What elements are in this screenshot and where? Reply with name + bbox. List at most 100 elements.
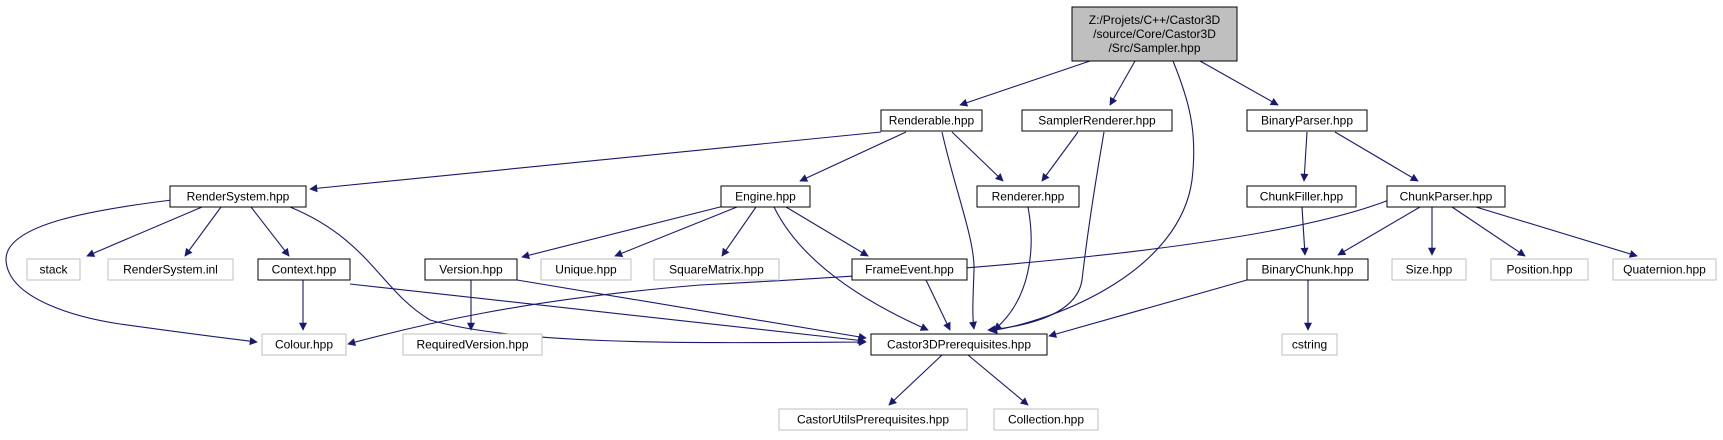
edge-chunkparser-to-position [1451,206,1526,257]
node-box-collection [993,408,1099,431]
node-box-requiredversion [402,333,543,356]
node-rendersysteminl[interactable]: RenderSystem.inl [107,258,234,281]
node-box-chunkfiller [1246,185,1357,208]
node-label-samplerrenderer: SamplerRenderer.hpp [1038,114,1156,128]
edge-renderable-to-renderer [951,131,1004,182]
node-box-cstring [1281,333,1338,356]
edge-renderer-to-prereq [993,206,1032,331]
node-label-renderable: Renderable.hpp [889,114,975,128]
node-box-castorutils [778,408,968,431]
node-position[interactable]: Position.hpp [1490,258,1589,281]
node-box-frameevent [851,258,968,281]
edge-engine-to-unique [614,206,738,258]
node-binarychunk[interactable]: BinaryChunk.hpp [1246,258,1369,281]
node-box-binaryparser [1246,109,1368,132]
node-context[interactable]: Context.hpp [257,258,351,281]
edge-rendersystem-to-context [250,206,290,257]
edge-engine-to-version [521,205,725,260]
edge-rendersystem-to-prereq [289,206,867,347]
edge-root-to-renderable [959,60,1091,107]
node-box-quaternion [1612,258,1717,281]
edge-chunkparser-to-binarychunk [1337,206,1421,256]
node-label-chunkparser: ChunkParser.hpp [1400,190,1493,204]
edge-chunkfiller-to-binarychunk [1300,206,1309,256]
node-label-size: Size.hpp [1406,263,1453,277]
node-label-binarychunk: BinaryChunk.hpp [1261,263,1353,277]
node-box-unique [540,258,632,281]
node-castorutils[interactable]: CastorUtilsPrerequisites.hpp [778,408,968,431]
edge-prereq-to-collection [967,354,1029,406]
node-samplerrenderer[interactable]: SamplerRenderer.hpp [1021,109,1173,132]
node-box-prereq [870,333,1048,356]
node-label-version: Version.hpp [439,263,503,277]
node-box-samplerrenderer [1021,109,1173,132]
node-box-root [1071,6,1238,62]
node-unique[interactable]: Unique.hpp [540,258,632,281]
node-chunkparser[interactable]: ChunkParser.hpp [1386,185,1506,208]
node-label-stack: stack [39,263,68,277]
node-label-castorutils: CastorUtilsPrerequisites.hpp [797,413,949,427]
node-box-position [1490,258,1589,281]
node-box-renderer [976,185,1080,208]
node-colour[interactable]: Colour.hpp [261,333,347,356]
node-binaryparser[interactable]: BinaryParser.hpp [1246,109,1368,132]
edge-rendersystem-to-colour [5,199,258,346]
edge-samplerrenderer-to-renderer [1041,131,1079,182]
node-label-root-2: /Src/Sampler.hpp [1108,41,1200,55]
node-label-binaryparser: BinaryParser.hpp [1261,114,1353,128]
node-frameevent[interactable]: FrameEvent.hpp [851,258,968,281]
node-squarematrix[interactable]: SquareMatrix.hpp [653,258,780,281]
node-box-size [1391,258,1467,281]
node-rendersystem[interactable]: RenderSystem.hpp [169,185,307,208]
node-label-root-1: /source/Core/Castor3D [1093,27,1216,41]
node-box-version [424,258,518,281]
node-label-position: Position.hpp [1506,263,1572,277]
node-box-colour [261,333,347,356]
node-label-prereq: Castor3DPrerequisites.hpp [887,338,1031,352]
edge-frameevent-to-prereq [925,279,951,331]
node-root[interactable]: Z:/Projets/C++/Castor3D/source/Core/Cast… [1071,6,1238,62]
node-version[interactable]: Version.hpp [424,258,518,281]
node-label-rendersysteminl: RenderSystem.inl [123,263,218,277]
node-label-squarematrix: SquareMatrix.hpp [669,263,764,277]
node-label-requiredversion: RequiredVersion.hpp [416,338,528,352]
node-renderer[interactable]: Renderer.hpp [976,185,1080,208]
edge-root-to-samplerrenderer [1109,60,1136,106]
edge-binaryparser-to-chunkfiller [1300,131,1309,182]
node-label-quaternion: Quaternion.hpp [1623,263,1706,277]
edge-binarychunk-to-prereq [1048,279,1248,338]
node-label-context: Context.hpp [272,263,337,277]
edge-renderable-to-engine [799,131,907,182]
node-requiredversion[interactable]: RequiredVersion.hpp [402,333,543,356]
edge-version-to-prereq [516,279,867,341]
edge-samplerrenderer-to-prereq [987,131,1105,334]
node-label-renderer: Renderer.hpp [992,190,1065,204]
node-box-binarychunk [1246,258,1369,281]
node-box-stack [26,258,81,281]
node-chunkfiller[interactable]: ChunkFiller.hpp [1246,185,1357,208]
node-box-rendersystem [169,185,307,208]
edge-renderable-to-rendersystem [309,131,882,193]
node-box-context [257,258,351,281]
node-label-collection: Collection.hpp [1008,413,1084,427]
node-label-colour: Colour.hpp [275,338,333,352]
node-cstring[interactable]: cstring [1281,333,1338,356]
node-engine[interactable]: Engine.hpp [720,185,811,208]
node-label-rendersystem: RenderSystem.hpp [187,190,290,204]
node-quaternion[interactable]: Quaternion.hpp [1612,258,1717,281]
edges-layer [5,60,1638,406]
node-box-squarematrix [653,258,780,281]
node-collection[interactable]: Collection.hpp [993,408,1099,431]
node-stack[interactable]: stack [26,258,81,281]
node-box-chunkparser [1386,185,1506,208]
node-label-unique: Unique.hpp [555,263,617,277]
node-size[interactable]: Size.hpp [1391,258,1467,281]
nodes-layer: Z:/Projets/C++/Castor3D/source/Core/Cast… [26,6,1717,431]
node-label-root-0: Z:/Projets/C++/Castor3D [1089,13,1221,27]
edge-context-to-prereq [349,283,866,345]
node-box-rendersysteminl [107,258,234,281]
edge-renderable-to-prereq [941,131,977,330]
node-renderable[interactable]: Renderable.hpp [880,109,983,132]
edge-chunkparser-to-colour [347,199,1390,347]
node-prereq[interactable]: Castor3DPrerequisites.hpp [870,333,1048,356]
